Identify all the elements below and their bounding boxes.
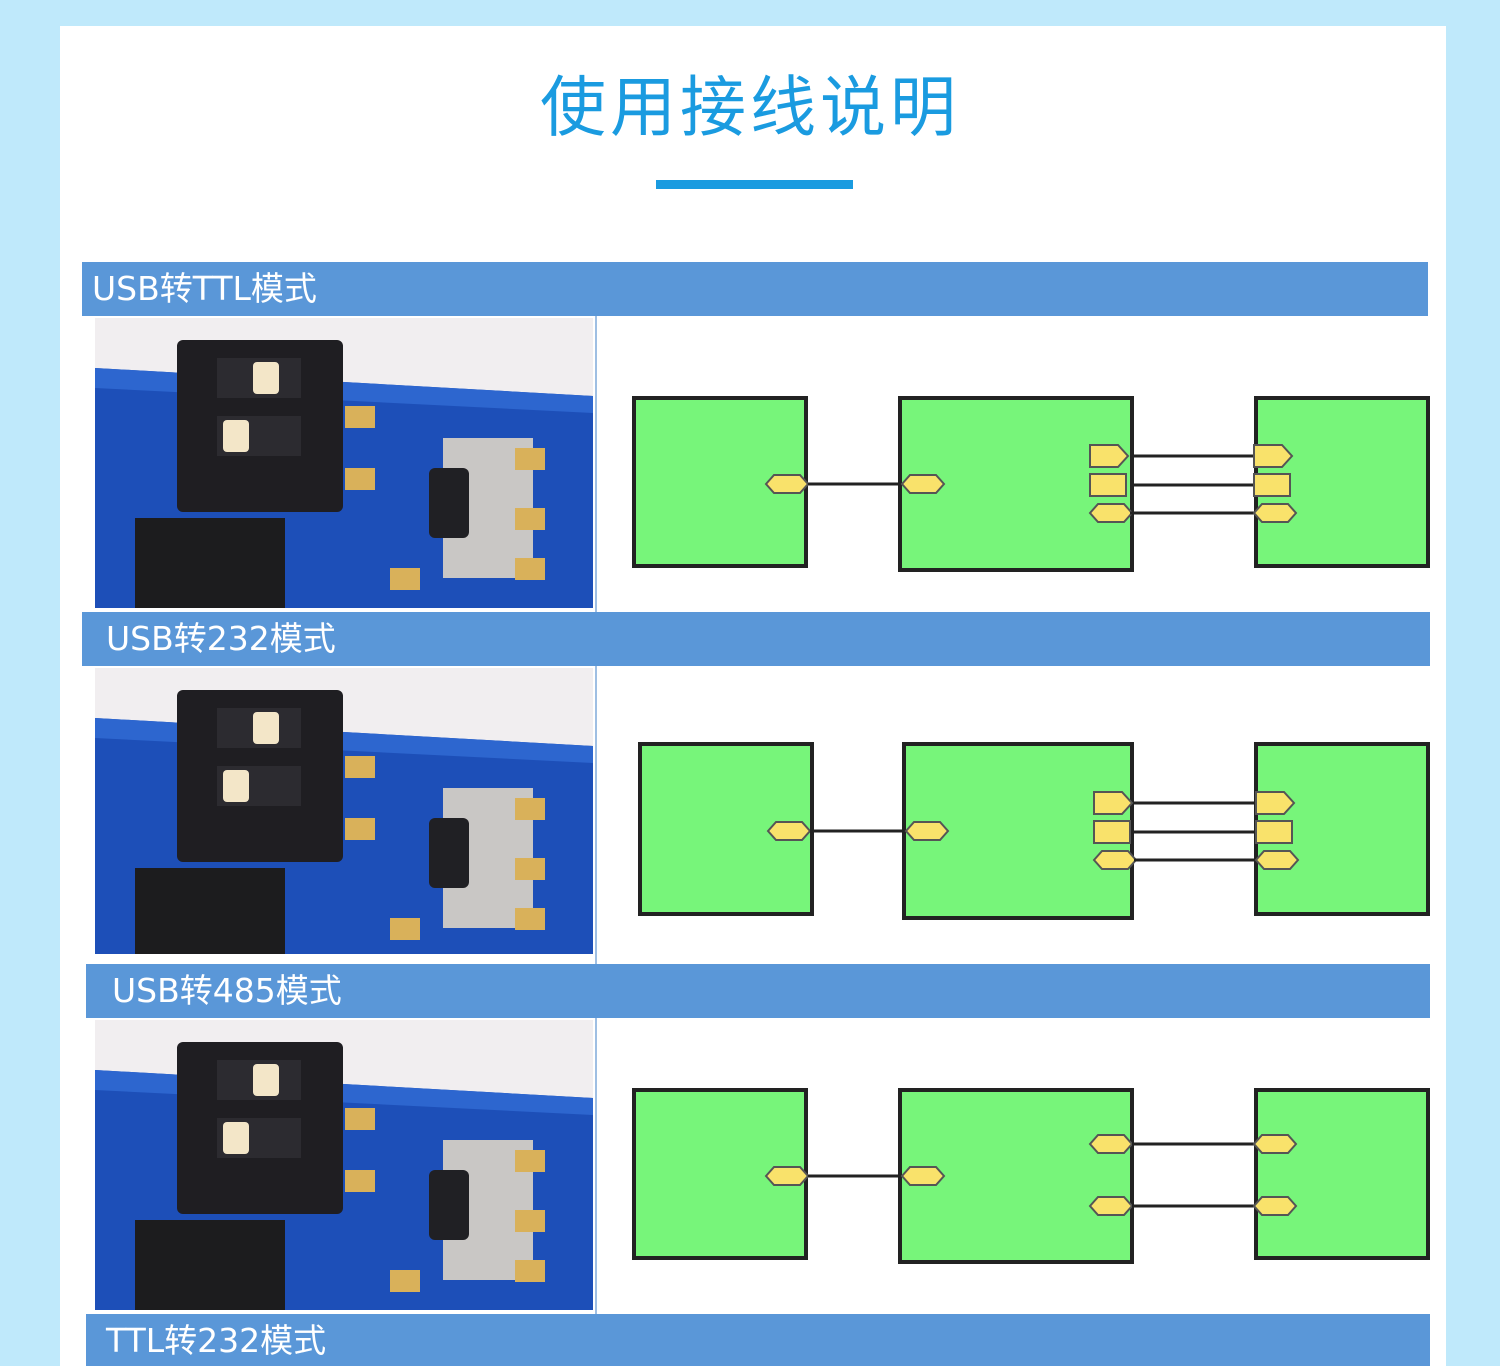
module-pin-icon — [1090, 445, 1128, 467]
solder-pad — [345, 756, 375, 778]
solder-pad — [515, 448, 545, 470]
pc-usb-connector-icon — [766, 1167, 808, 1185]
module-pin-icon — [1094, 851, 1136, 869]
pc-usb-connector-icon — [768, 822, 810, 840]
solder-pad — [515, 1260, 545, 1282]
module-pin-icon — [1090, 1197, 1132, 1215]
device-pin-icon — [1254, 474, 1290, 496]
title-underline — [656, 180, 853, 189]
wiring-diagram-usb-485 — [600, 1020, 1440, 1312]
board-illustration — [95, 318, 593, 608]
dip-switch-photo-usb-485 — [95, 1020, 593, 1310]
section-header-label: TTL转232模式 — [106, 1319, 326, 1363]
slide-switch-knob — [429, 468, 469, 538]
dip-switch-photo-usb-ttl — [95, 318, 593, 608]
device-pin-icon — [1256, 821, 1292, 843]
module-pin-icon — [1090, 504, 1132, 522]
solder-pad — [515, 508, 545, 530]
section-header-label: USB转TTL模式 — [92, 267, 317, 311]
page-title: 使用接线说明 — [0, 72, 1500, 144]
dip-switch-toggle — [253, 362, 279, 394]
section-header-usb-485: USB转485模式 — [86, 964, 1430, 1018]
solder-pad — [515, 1210, 545, 1232]
solder-pad — [515, 558, 545, 580]
wiring-diagram-usb-ttl — [600, 318, 1440, 610]
module-pin-icon — [1094, 792, 1132, 814]
solder-pad — [390, 1270, 420, 1292]
solder-pad — [345, 468, 375, 490]
solder-pad — [390, 918, 420, 940]
device-pin-icon — [1254, 504, 1296, 522]
ic-chip — [135, 1220, 285, 1310]
device-pin-icon — [1254, 445, 1292, 467]
dip-switch-photo-usb-232 — [95, 668, 593, 954]
module-pin-icon — [1094, 821, 1130, 843]
section-header-usb-232: USB转232模式 — [82, 612, 1430, 666]
slide-switch-knob — [429, 1170, 469, 1240]
solder-pad — [345, 406, 375, 428]
module-usb-connector-icon — [906, 822, 948, 840]
board-illustration — [95, 1020, 593, 1310]
device-pin-icon — [1254, 1197, 1296, 1215]
module-pin-icon — [1090, 1135, 1132, 1153]
section-header-label: USB转485模式 — [112, 969, 342, 1013]
device-box — [1256, 1090, 1428, 1258]
board-illustration — [95, 668, 593, 954]
section-header-ttl-232: TTL转232模式 — [86, 1314, 1430, 1366]
device-pin-icon — [1256, 851, 1298, 869]
pc-usb-connector-icon — [766, 475, 808, 493]
device-pin-icon — [1256, 792, 1294, 814]
solder-pad — [345, 1108, 375, 1130]
solder-pad — [515, 858, 545, 880]
device-pin-icon — [1254, 1135, 1296, 1153]
dip-switch-toggle — [253, 712, 279, 744]
dip-switch-toggle — [223, 420, 249, 452]
dip-switch-toggle — [223, 1122, 249, 1154]
module-pin-icon — [1090, 474, 1126, 496]
dip-switch-toggle — [223, 770, 249, 802]
solder-pad — [515, 1150, 545, 1172]
solder-pad — [515, 798, 545, 820]
solder-pad — [345, 818, 375, 840]
module-usb-connector-icon — [902, 475, 944, 493]
solder-pad — [390, 568, 420, 590]
section-header-usb-ttl: USB转TTL模式 — [82, 262, 1428, 316]
module-usb-connector-icon — [902, 1167, 944, 1185]
ic-chip — [135, 868, 285, 954]
section-header-label: USB转232模式 — [106, 617, 336, 661]
divider — [595, 666, 597, 964]
ic-chip — [135, 518, 285, 608]
solder-pad — [345, 1170, 375, 1192]
divider — [595, 316, 597, 612]
solder-pad — [515, 908, 545, 930]
divider — [595, 1018, 597, 1314]
dip-switch-toggle — [253, 1064, 279, 1096]
slide-switch-knob — [429, 818, 469, 888]
wiring-diagram-usb-232 — [600, 668, 1440, 960]
